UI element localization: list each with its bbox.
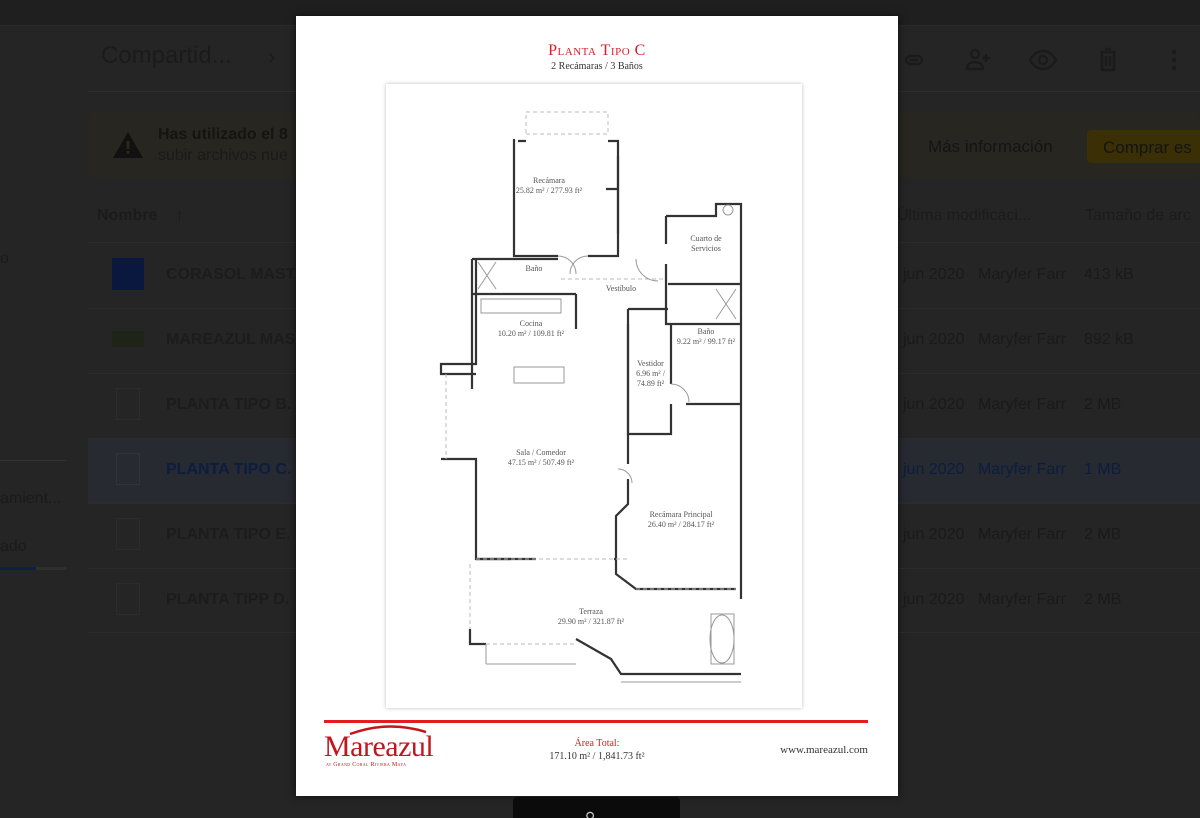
chevron-right-icon: › — [268, 44, 276, 69]
file-date: jun 2020 — [903, 461, 965, 478]
link-icon[interactable] — [898, 44, 930, 76]
room-label-sala-comedor: Sala / Comedor 47.15 m² / 507.49 ft² — [507, 448, 575, 467]
image-thumbnail — [112, 331, 144, 347]
file-row[interactable]: MAREAZUL MAS jun 2020 Maryfer Farr 892 k… — [88, 309, 1200, 373]
file-name: CORASOL MAST — [166, 266, 296, 283]
add-person-icon[interactable] — [962, 44, 994, 76]
trash-icon[interactable] — [1092, 44, 1124, 76]
room-label-recamara: Recámara 25.82 m² / 277.93 ft² — [515, 176, 583, 195]
room-label-cocina: Cocina 10.20 m² / 109.81 ft² — [497, 319, 565, 338]
file-owner: Maryfer Farr — [978, 461, 1066, 478]
file-size: 2 MB — [1084, 526, 1122, 543]
file-size: 1 MB — [1084, 461, 1122, 478]
website-link: www.mareazul.com — [780, 744, 868, 756]
sidebar-storage-label[interactable]: amient... — [0, 490, 62, 507]
buy-storage-button[interactable]: Comprar es — [1087, 130, 1200, 163]
room-label-vestibulo: Vestíbulo — [605, 284, 637, 293]
file-date: jun 2020 — [903, 331, 965, 348]
file-owner: Maryfer Farr — [978, 591, 1066, 608]
file-name: MAREAZUL MAS — [166, 331, 296, 348]
file-row[interactable]: PLANTA TIPO B. jun 2020 Maryfer Farr 2 M… — [88, 374, 1200, 438]
floorplan-thumbnail — [116, 518, 140, 550]
file-size: 892 kB — [1084, 331, 1134, 348]
room-label-terraza: Terraza 29.90 m² / 321.87 ft² — [557, 607, 625, 626]
warning-icon — [112, 131, 144, 159]
file-date: jun 2020 — [903, 526, 965, 543]
file-owner: Maryfer Farr — [978, 526, 1066, 543]
file-name: PLANTA TIPO B. — [166, 396, 292, 413]
plan-title: Planta Tipo C — [548, 42, 646, 59]
floorplan-thumbnail — [116, 453, 140, 485]
file-size: 2 MB — [1084, 396, 1122, 413]
sort-arrow-up-icon[interactable]: ↑ — [175, 205, 184, 225]
file-row[interactable]: PLANTA TIPP D. jun 2020 Maryfer Farr 2 M… — [88, 569, 1200, 633]
file-date: jun 2020 — [903, 266, 965, 283]
file-owner: Maryfer Farr — [978, 396, 1066, 413]
total-area-value: 171.10 m² / 1,841.73 ft² — [549, 751, 645, 762]
file-name: PLANTA TIPP D. — [166, 591, 290, 608]
room-label-bano: Baño — [525, 264, 543, 273]
breadcrumb[interactable]: Compartid... — [101, 42, 232, 69]
banner-title: Has utilizado el 8 — [158, 126, 288, 143]
column-header-size[interactable]: Tamaño de arc — [1085, 207, 1191, 224]
file-date: jun 2020 — [903, 396, 965, 413]
sidebar-divider — [0, 460, 66, 461]
floorplan-thumbnail — [116, 583, 140, 615]
column-header-modified[interactable]: Última modificaci... — [897, 207, 1032, 224]
room-label-vestidor: Vestidor 6.96 m² / 74.89 ft² — [636, 359, 665, 388]
file-date: jun 2020 — [903, 591, 965, 608]
file-owner: Maryfer Farr — [978, 266, 1066, 283]
column-header-name[interactable]: Nombre — [97, 207, 158, 224]
storage-bar — [0, 567, 66, 570]
file-owner: Maryfer Farr — [978, 331, 1066, 348]
preview-eye-icon[interactable] — [1027, 44, 1059, 76]
banner-subtitle: subir archivos nue — [158, 147, 288, 164]
file-size: 2 MB — [1084, 591, 1122, 608]
pdf-preview-page[interactable]: Planta Tipo C 2 Recámaras / 3 Baños — [296, 16, 898, 796]
brand-logo: Mareazul — [324, 730, 434, 763]
room-label-recamara-principal: Recámara Principal 26.40 m² / 284.17 ft² — [647, 510, 715, 529]
floor-plan: Recámara 25.82 m² / 277.93 ft² Baño Vest… — [386, 84, 802, 708]
room-label-cuarto-servicios: Cuarto de Servicios — [690, 234, 722, 253]
more-vert-icon[interactable] — [1158, 44, 1190, 76]
footer-divider — [324, 720, 868, 723]
zoom-controls[interactable]: ⚲ — [513, 797, 680, 818]
sidebar-partial-text: o — [0, 250, 9, 267]
more-info-link[interactable]: Más información — [928, 137, 1053, 156]
floorplan-thumbnail — [116, 388, 140, 420]
brand-swoosh-icon — [349, 725, 427, 736]
image-thumbnail — [112, 258, 144, 290]
room-label-bano-2: Baño 9.22 m² / 99.17 ft² — [676, 327, 736, 346]
file-name: PLANTA TIPO E. — [166, 526, 291, 543]
total-area-label: Área Total: — [574, 738, 620, 749]
sidebar-storage-used: ado — [0, 538, 27, 555]
file-row[interactable]: CORASOL MAST jun 2020 Maryfer Farr 413 k… — [88, 244, 1200, 308]
floor-plan-drawing — [439, 111, 743, 683]
zoom-icon[interactable]: ⚲ — [585, 809, 596, 818]
file-row[interactable]: PLANTA TIPO E. jun 2020 Maryfer Farr 2 M… — [88, 504, 1200, 568]
file-name: PLANTA TIPO C. — [166, 461, 292, 478]
file-size: 413 kB — [1084, 266, 1134, 283]
plan-subtitle: 2 Recámaras / 3 Baños — [551, 61, 643, 72]
brand-tagline: at Grand Coral Riviera Maya — [326, 762, 407, 768]
